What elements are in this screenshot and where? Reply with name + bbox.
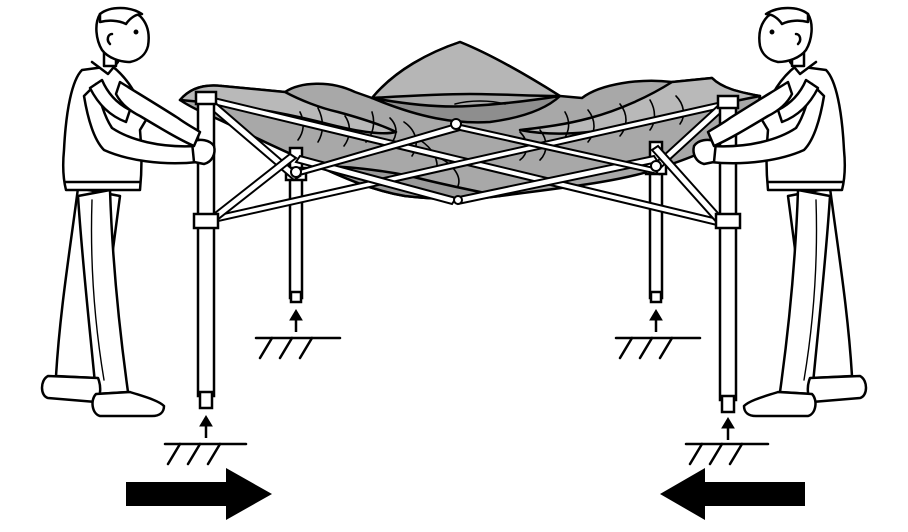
person-right-back-shoe xyxy=(806,374,868,404)
front-left-leg xyxy=(192,90,220,410)
lift-arrow-rear-left-icon xyxy=(289,309,303,332)
arrow-pointing-right-icon xyxy=(126,468,272,520)
ground-marker-rear-right xyxy=(614,336,702,360)
front-right-leg xyxy=(714,94,742,414)
person-left-front-shoe xyxy=(91,390,166,418)
arrow-pointing-left-icon xyxy=(660,468,805,520)
ground-marker-rear-left xyxy=(254,336,342,360)
canopy-peak xyxy=(370,40,562,100)
lift-arrow-front-right-icon xyxy=(721,417,735,440)
canopy-inner-pocket xyxy=(370,94,562,124)
person-right xyxy=(692,6,868,418)
lift-arrow-rear-right-icon xyxy=(649,309,663,332)
lift-arrow-front-left-icon xyxy=(199,415,213,438)
person-right-upper-arm xyxy=(706,80,794,148)
person-right-hand xyxy=(692,138,718,166)
center-hub xyxy=(450,118,462,130)
person-right-front-shoe xyxy=(742,390,817,418)
person-left-back-shoe xyxy=(40,374,102,404)
ground-marker-front-right xyxy=(684,442,770,466)
ground-marker-front-left xyxy=(163,442,248,466)
person-left-upper-arm xyxy=(114,80,202,148)
truss-hubs xyxy=(290,118,662,205)
person-left xyxy=(40,6,216,418)
person-left-hand xyxy=(190,138,216,166)
